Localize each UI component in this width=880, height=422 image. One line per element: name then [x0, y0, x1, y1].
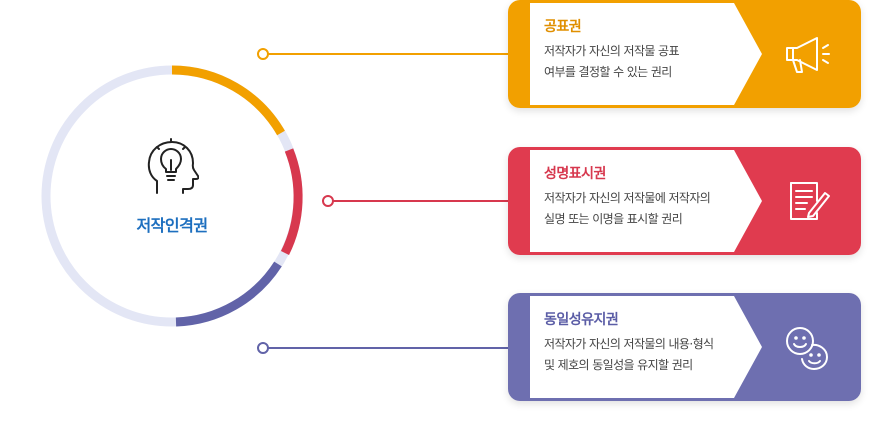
- card-desc-line-1: 저작자가 자신의 저작물에 저작자의: [544, 191, 711, 205]
- head-lightbulb-icon: [147, 138, 199, 194]
- card-seongmyeong: 성명표시권 저작자가 자신의 저작물에 저작자의 실명 또는 이명을 표시할 권…: [508, 147, 861, 255]
- card-desc-line-2: 실명 또는 이명을 표시할 권리: [544, 212, 683, 226]
- card-desc-line-2: 및 제호의 동일성을 유지할 권리: [544, 358, 693, 372]
- card-title: 공표권: [544, 19, 582, 35]
- card-background: [508, 147, 861, 255]
- card-title: 동일성유지권: [544, 312, 619, 328]
- card-background: [508, 293, 861, 401]
- smiley-faces-icon: [786, 327, 828, 370]
- card-desc-line-1: 저작자가 자신의 저작물 공표: [544, 44, 680, 58]
- center-title: 저작인격권: [136, 216, 208, 235]
- megaphone-icon: [786, 37, 830, 73]
- card-background: [508, 0, 861, 108]
- ring-arc-orange: [171, 65, 285, 136]
- connector-dot-2: [322, 195, 334, 207]
- card-gongpyo: 공표권 저작자가 자신의 저작물 공표 여부를 결정할 수 있는 권리: [508, 0, 861, 108]
- connector-dot-3: [257, 342, 269, 354]
- card-desc-line-1: 저작자가 자신의 저작물의 내용·형식: [544, 337, 714, 351]
- ring-arc-purple: [175, 261, 282, 327]
- document-pen-icon: [790, 182, 830, 220]
- ring-arc-red: [280, 148, 303, 255]
- card-dongilseong: 동일성유지권 저작자가 자신의 저작물의 내용·형식 및 제호의 동일성을 유지…: [508, 293, 861, 401]
- connector-dot-1: [257, 48, 269, 60]
- card-title: 성명표시권: [544, 166, 606, 182]
- card-desc-line-2: 여부를 결정할 수 있는 권리: [544, 65, 672, 79]
